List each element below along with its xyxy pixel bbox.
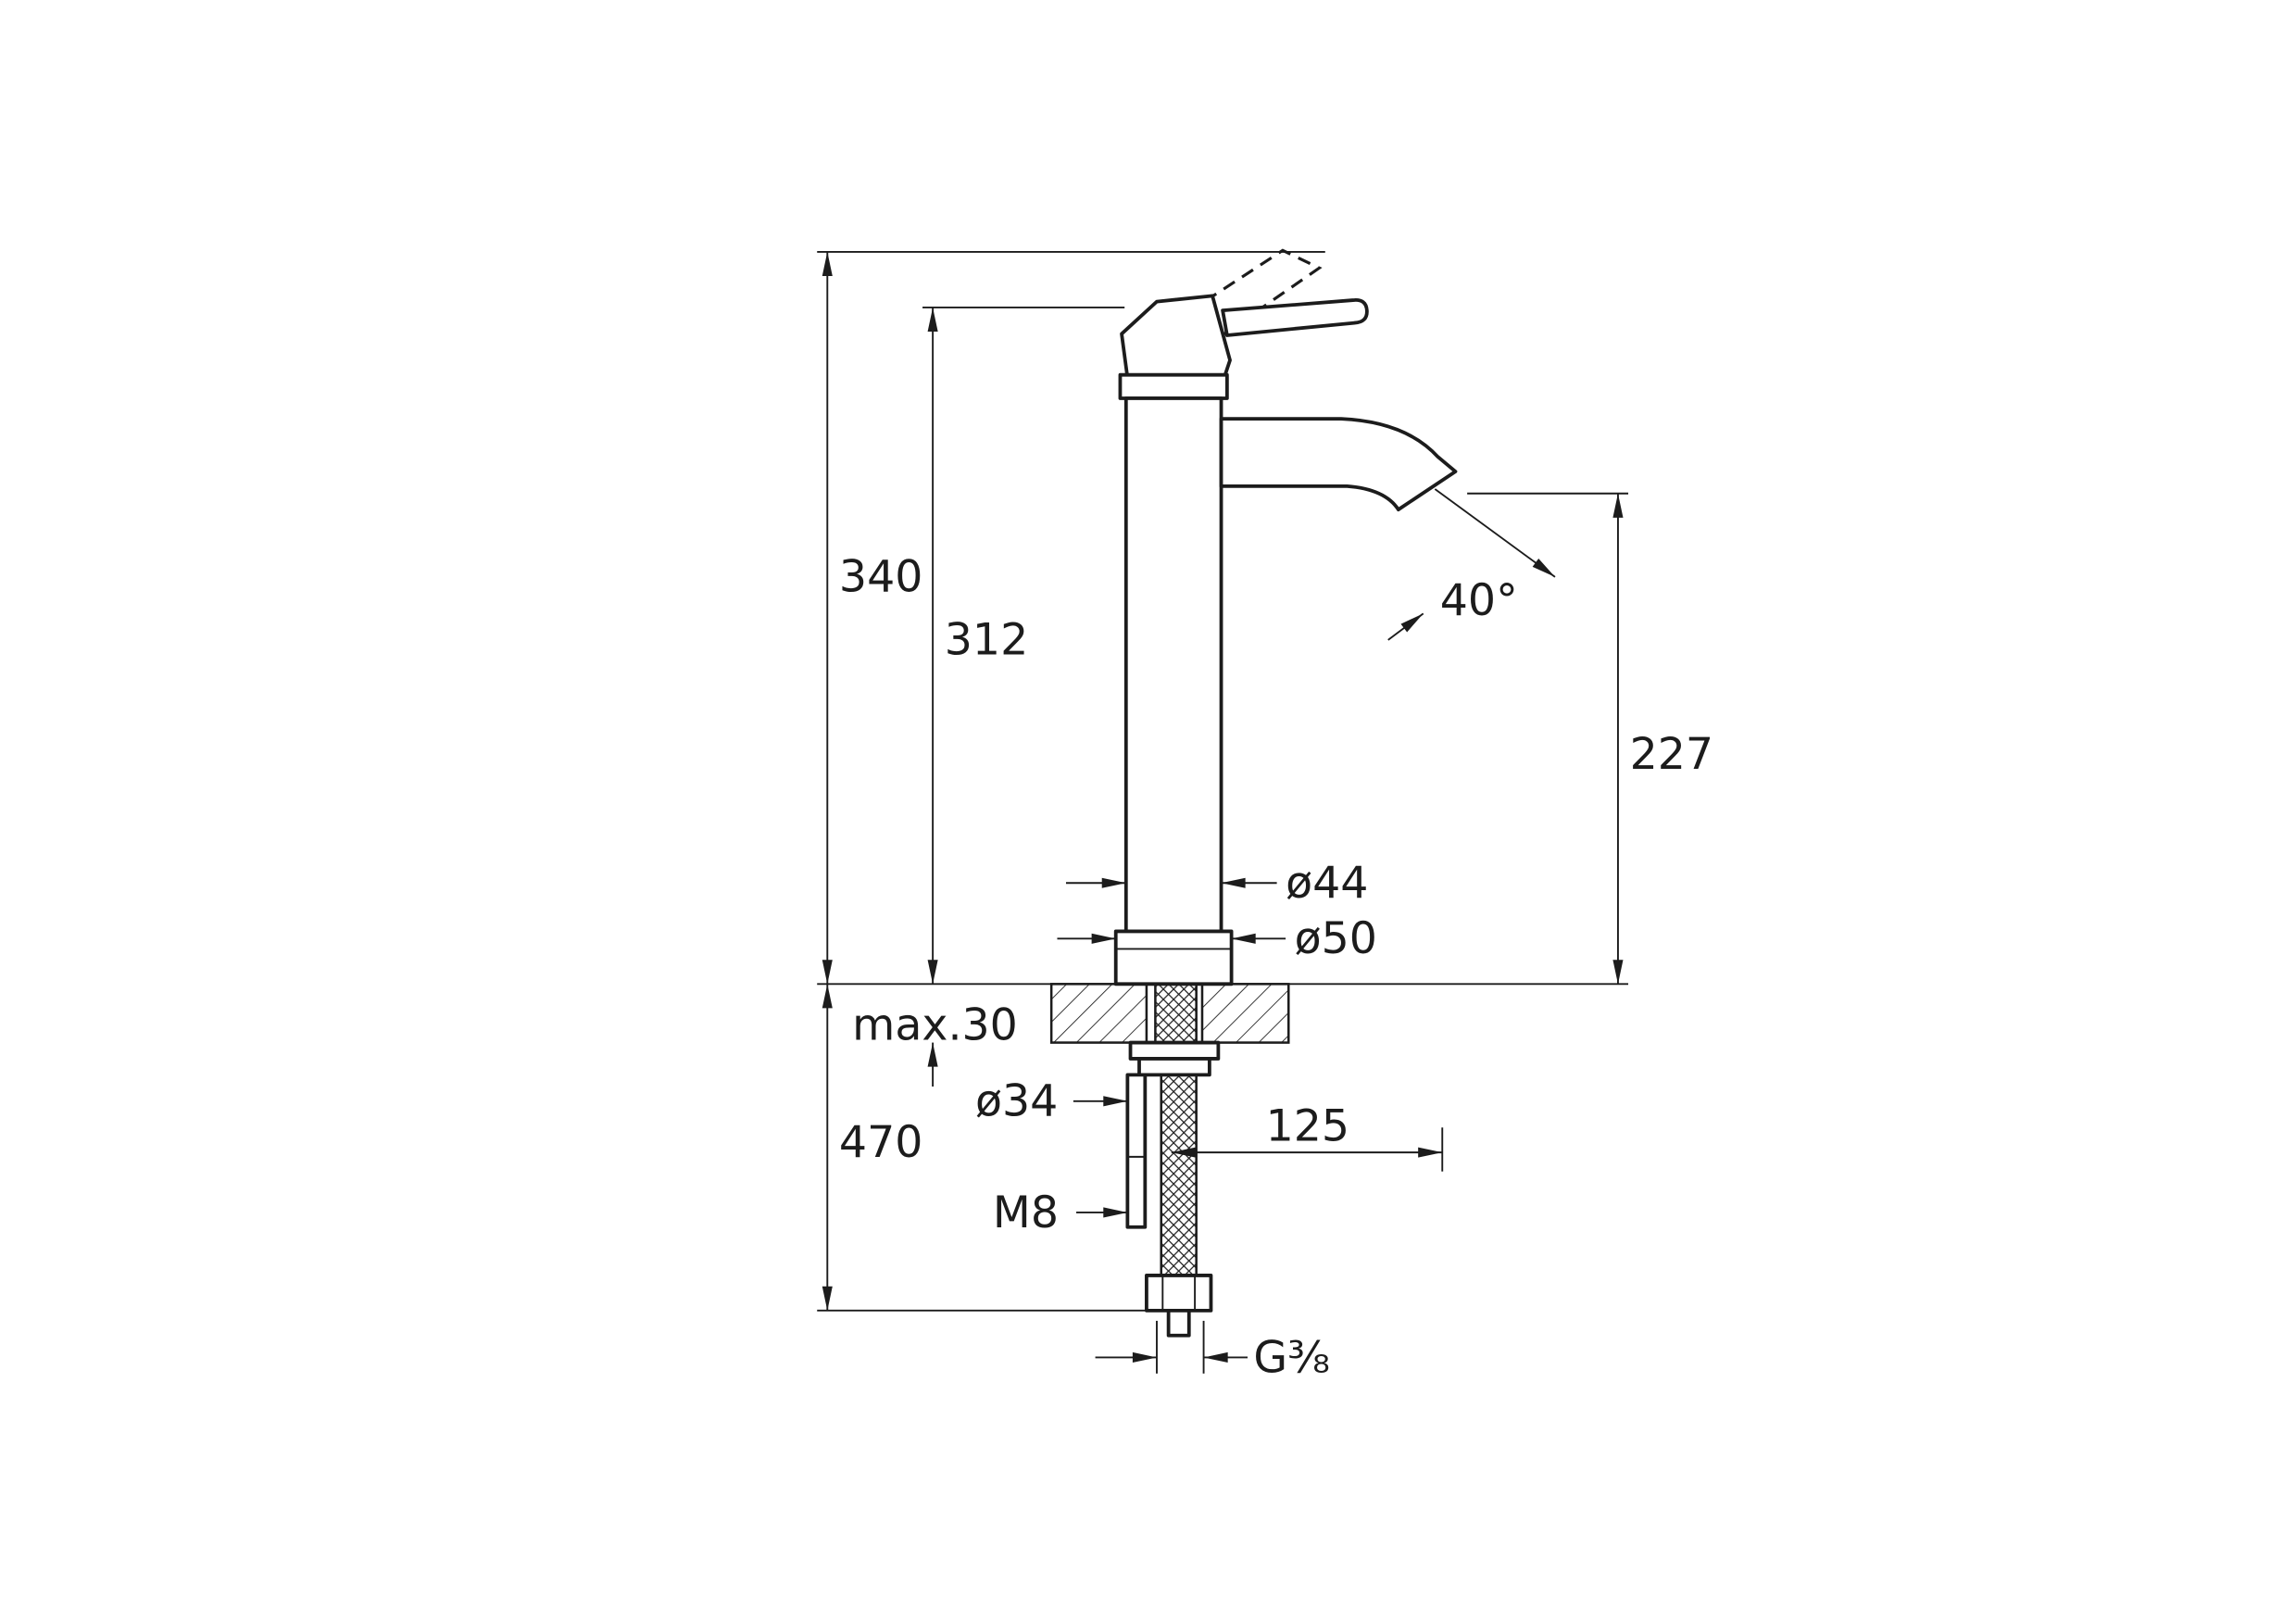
label-outlet-height: 227 [1630, 729, 1713, 780]
label-overall-height: 340 [839, 552, 922, 603]
flexible-hose [1160, 1074, 1198, 1277]
deck-section-right [1200, 983, 1290, 1044]
handle-lever-dashed [1165, 248, 1323, 346]
mounting-group [1049, 983, 1290, 1338]
label-outlet-angle: 40° [1440, 575, 1518, 626]
label-hole-diameter: ø34 [975, 1076, 1058, 1127]
threaded-shank [1154, 983, 1198, 1044]
dim-angle-arrow-40 [1387, 612, 1424, 641]
label-spout-reach: 125 [1266, 1100, 1349, 1151]
handle-collar [1118, 372, 1229, 400]
deck-section-left [1049, 983, 1148, 1044]
spout [1219, 417, 1458, 512]
mounting-locknut [1137, 1057, 1211, 1077]
label-stud-thread: M8 [993, 1187, 1059, 1238]
mounting-washer [1128, 1040, 1221, 1061]
dimension-labels: 340 312 227 40° ø44 ø50 max.30 ø34 125 M… [839, 552, 1713, 1384]
label-body-height: 312 [945, 615, 1028, 666]
label-deck-thickness: max.30 [852, 999, 1018, 1050]
label-body-diameter: ø44 [1286, 858, 1368, 909]
hose-end-stub [1166, 1308, 1191, 1338]
faucet-column [1123, 396, 1223, 934]
handle-cap [1120, 294, 1232, 380]
hose-nut [1145, 1274, 1213, 1313]
dimension-lines [817, 250, 1629, 1374]
label-base-diameter: ø50 [1295, 913, 1377, 964]
m8-stud [1125, 1073, 1148, 1229]
dim-angle-line-40 [1434, 488, 1556, 578]
faucet-body-group [1113, 248, 1458, 986]
label-total-depth: 470 [839, 1117, 922, 1168]
handle-lever-solid [1221, 298, 1369, 337]
base-flange [1113, 929, 1234, 986]
label-supply-connection: G⅜ [1253, 1332, 1330, 1383]
